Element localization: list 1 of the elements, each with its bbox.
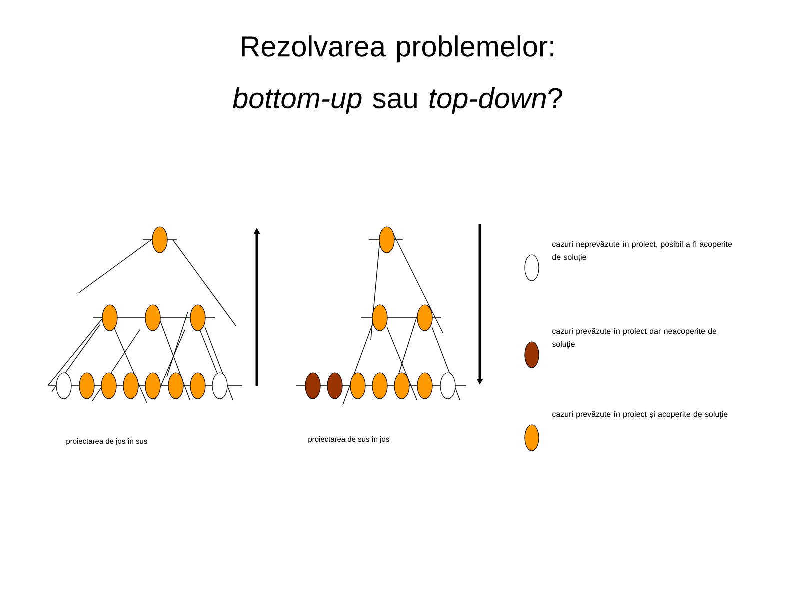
title: Rezolvarea problemelor: bottom-up sau top-down? [232, 36, 562, 114]
